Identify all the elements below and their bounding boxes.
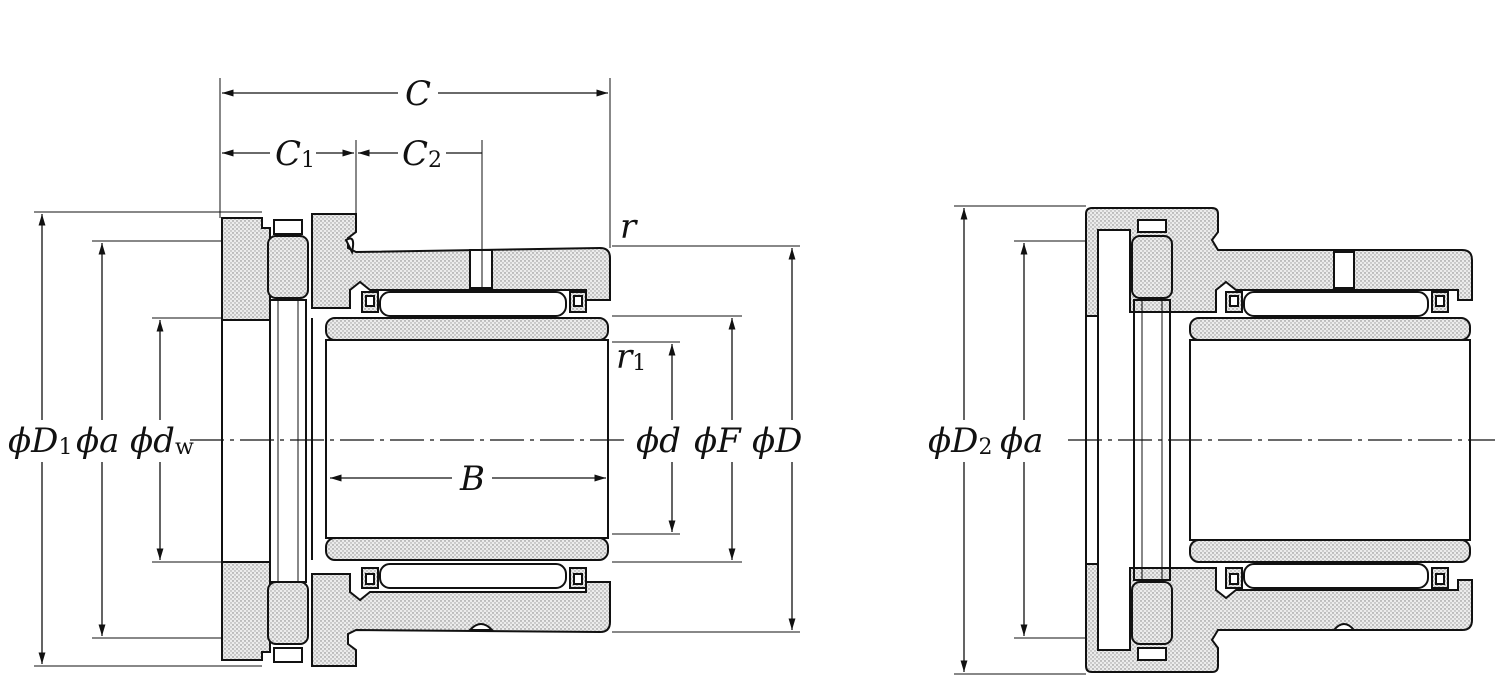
label-a: ϕa (76, 421, 119, 461)
label-F: ϕF (694, 421, 742, 461)
label-D1: ϕD1 (8, 421, 72, 461)
label-dw: ϕdw (130, 421, 194, 461)
thrust-washer-left (221, 217, 271, 661)
left-labels: C C1 C2 r r1 ϕD1 ϕa ϕdw B ϕd ϕF ϕD (8, 74, 802, 499)
right-section-view (1068, 207, 1495, 673)
inner-ring (325, 317, 609, 561)
left-section-view (190, 213, 625, 667)
label-D: ϕD (752, 421, 802, 461)
label-d: ϕd (636, 421, 681, 461)
thrust-roller-set (267, 219, 309, 663)
left-dimensions (34, 78, 800, 667)
inner-ring-right (1189, 317, 1471, 563)
cover-shell (1085, 207, 1473, 673)
needle-roller-set-right (1225, 291, 1449, 589)
label-C1: C1 (275, 134, 315, 174)
needle-roller-set (361, 291, 587, 589)
right-labels: ϕD2 ϕa (928, 421, 1043, 461)
thrust-roller-set-right (1131, 219, 1173, 661)
label-B: B (459, 459, 485, 499)
label-C: C (405, 74, 431, 114)
label-D2: ϕD2 (928, 421, 992, 461)
label-C2: C2 (402, 134, 442, 174)
label-a-right: ϕa (1000, 421, 1043, 461)
label-r: r (620, 207, 638, 247)
outer-ring (311, 213, 611, 667)
right-dimensions (954, 205, 1086, 675)
label-r1: r1 (616, 337, 646, 377)
